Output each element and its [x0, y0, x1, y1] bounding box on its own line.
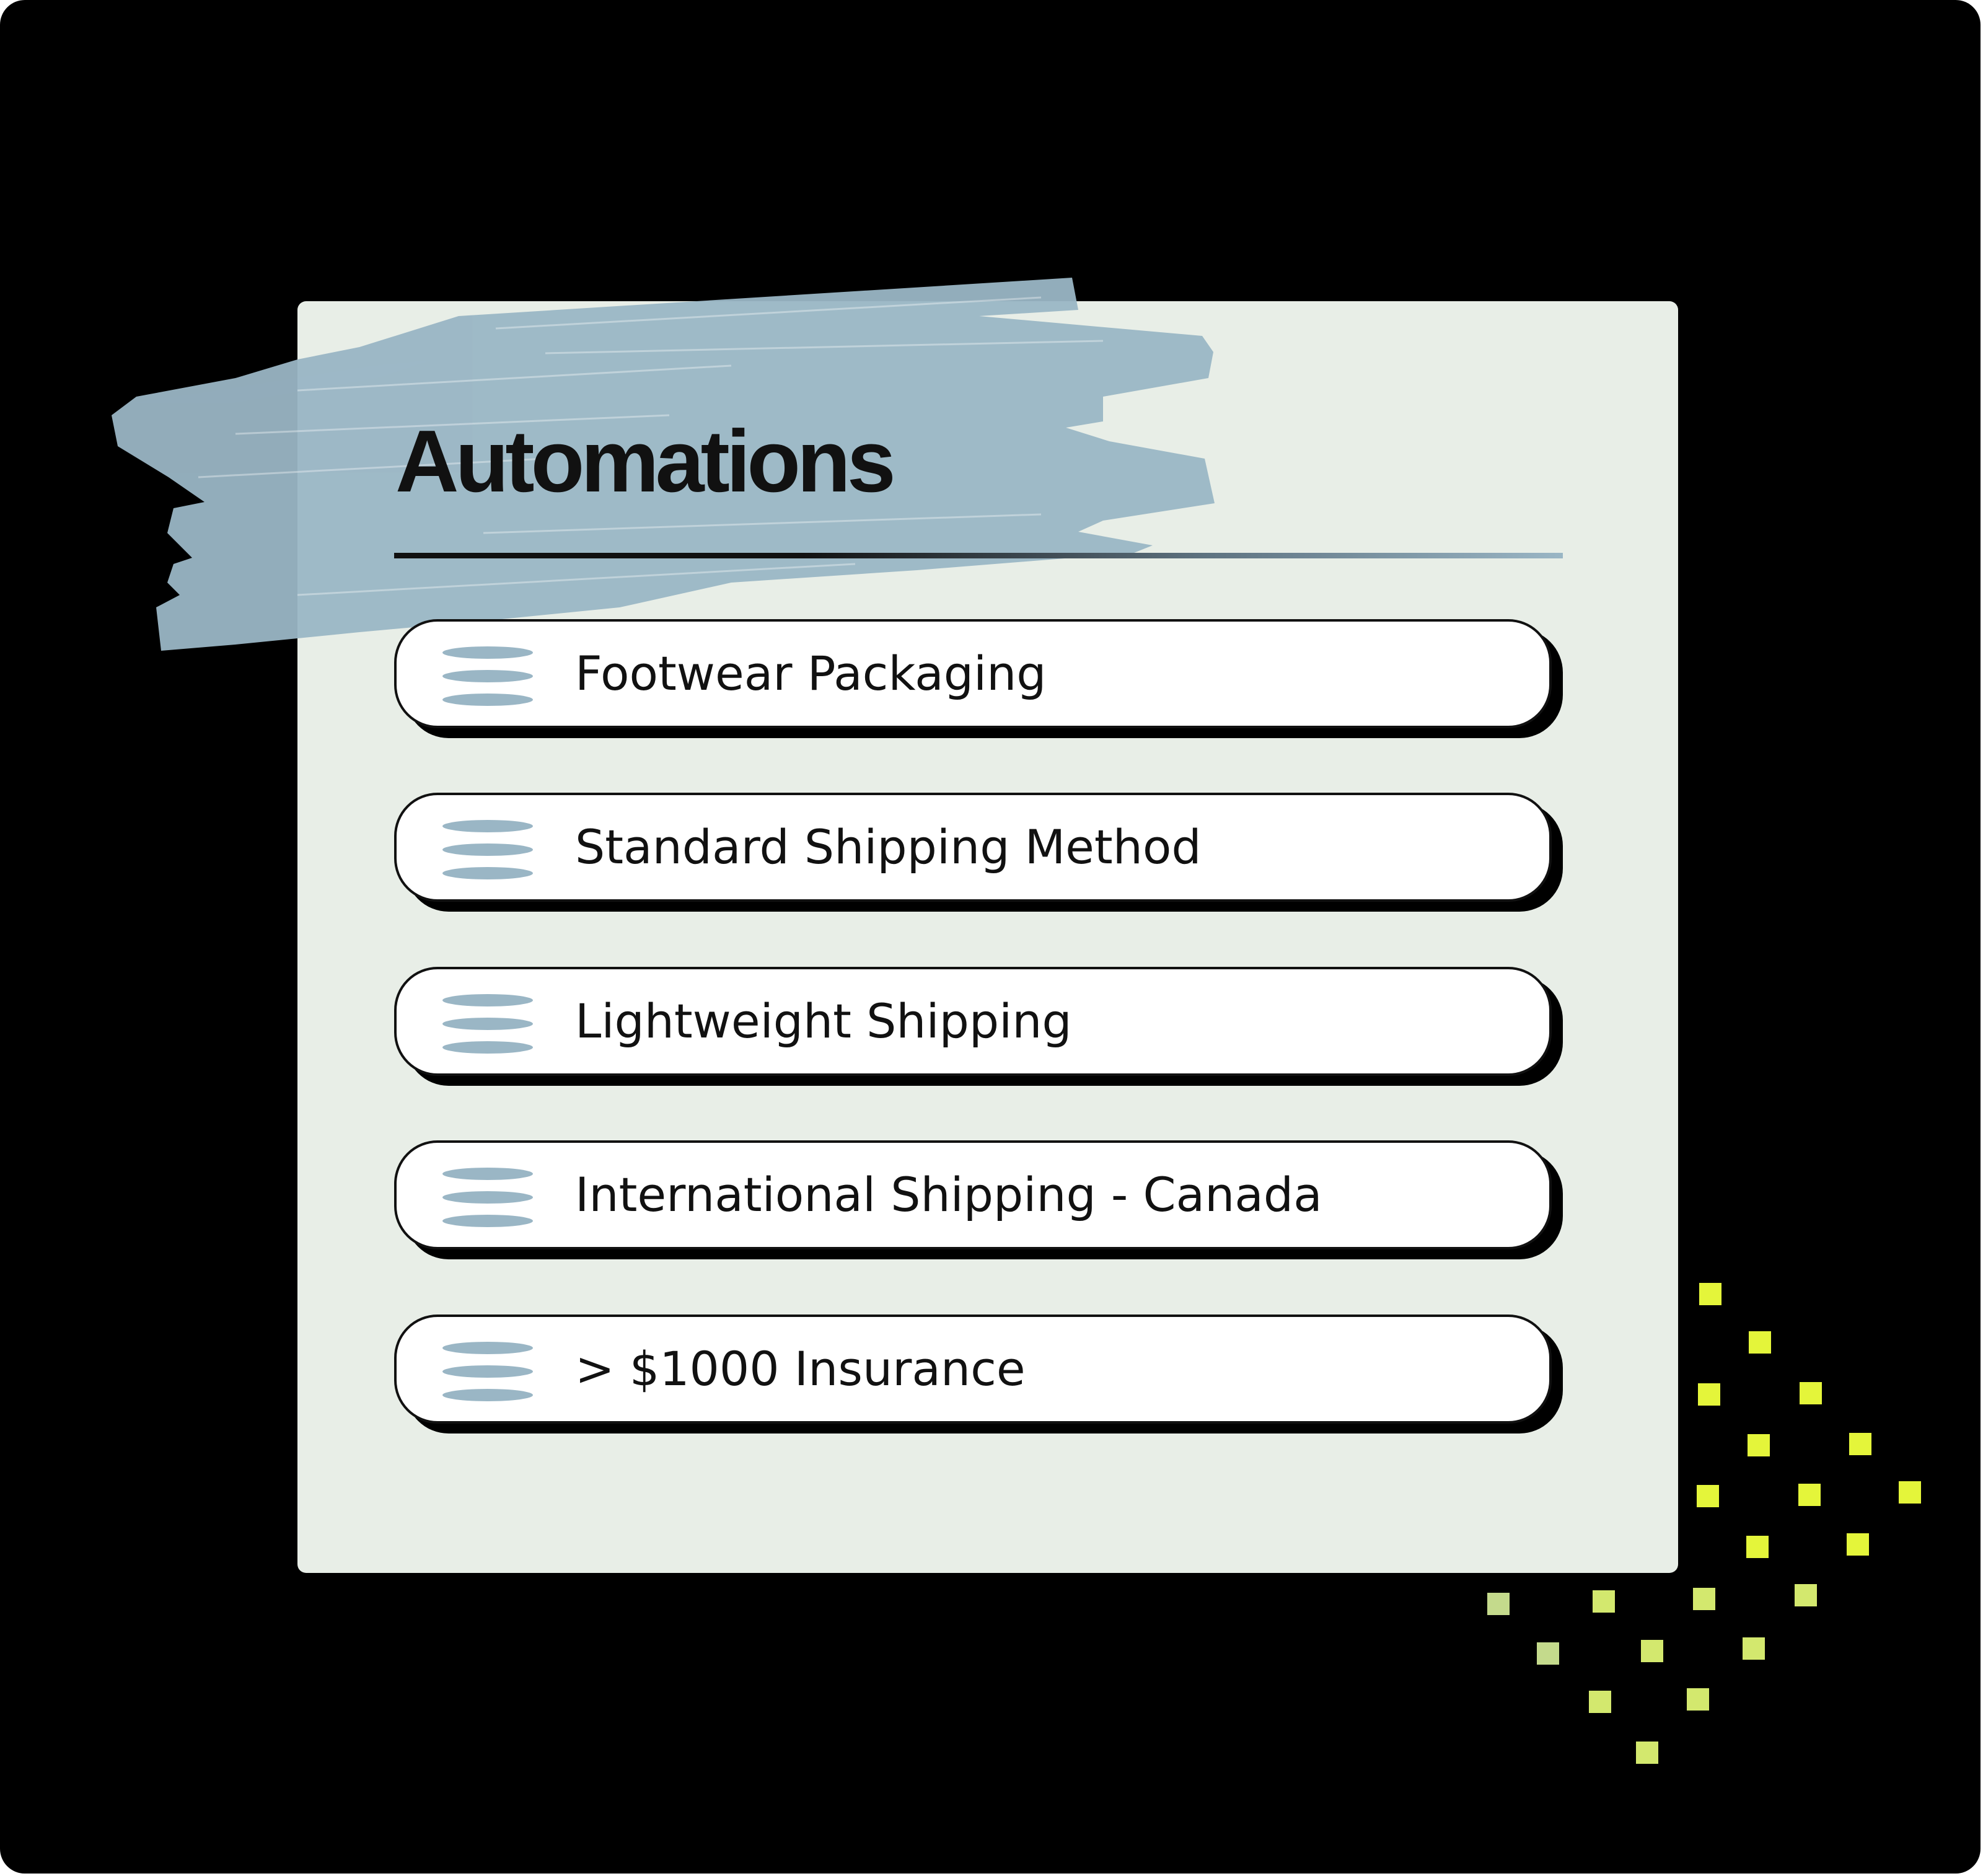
- automation-item-label: Footwear Packaging: [575, 646, 1047, 701]
- drag-handle-icon[interactable]: [442, 1342, 533, 1401]
- automation-item[interactable]: Lightweight Shipping: [394, 967, 1552, 1076]
- automation-item-label: Lightweight Shipping: [575, 993, 1072, 1049]
- automation-item[interactable]: Footwear Packaging: [394, 619, 1552, 728]
- drag-handle-icon[interactable]: [442, 1168, 533, 1227]
- page-title: Automations: [395, 412, 896, 511]
- drag-handle-icon[interactable]: [442, 646, 533, 706]
- automation-item-label: > $1000 Insurance: [575, 1341, 1026, 1396]
- automation-item-label: Standard Shipping Method: [575, 819, 1202, 874]
- automation-item[interactable]: International Shipping - Canada: [394, 1140, 1552, 1249]
- automation-item[interactable]: > $1000 Insurance: [394, 1315, 1552, 1424]
- drag-handle-icon[interactable]: [442, 994, 533, 1054]
- title-divider: [394, 553, 1563, 558]
- drag-handle-icon[interactable]: [442, 820, 533, 879]
- automation-item-label: International Shipping - Canada: [575, 1167, 1322, 1222]
- automation-item[interactable]: Standard Shipping Method: [394, 793, 1552, 902]
